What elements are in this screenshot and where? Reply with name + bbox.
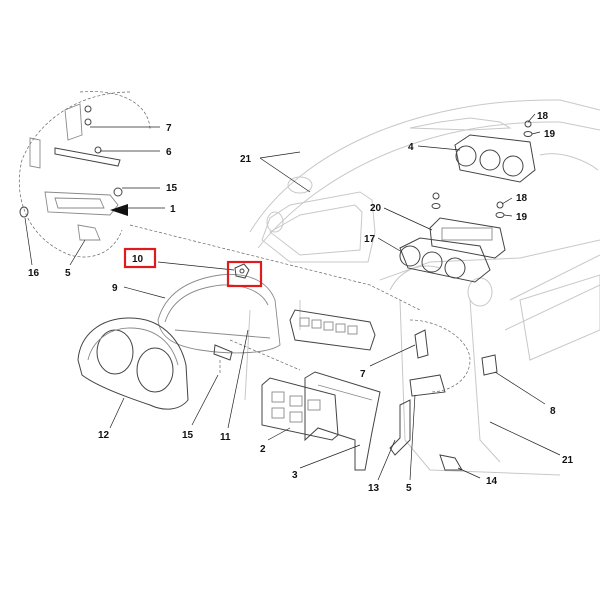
callout-10-highlight [123, 247, 157, 269]
callout-18-lower: 18 [516, 193, 528, 204]
callout-1: 1 [170, 204, 176, 215]
clip [19, 206, 29, 218]
callout-5: 5 [65, 268, 71, 279]
switch-housing [44, 191, 119, 216]
callout-16: 16 [28, 268, 40, 279]
part-10 [234, 263, 250, 279]
inset-detail [18, 91, 151, 258]
callout-17: 17 [364, 234, 376, 245]
callout-labels: 7 6 15 1 16 5 21 4 18 19 18 19 20 17 10 … [28, 111, 574, 494]
callout-10: 10 [132, 254, 144, 265]
callout-3: 3 [292, 470, 298, 481]
dashboard-outline [244, 99, 600, 476]
gauge-housing [429, 217, 506, 259]
leader-lines [24, 113, 561, 481]
callout-7-lower: 7 [360, 369, 366, 380]
callout-18: 18 [537, 111, 549, 122]
screw [84, 105, 92, 113]
switch-panel [289, 309, 376, 351]
screw [84, 118, 92, 126]
callout-20: 20 [370, 203, 382, 214]
part-10-highlight [226, 260, 263, 288]
module-housing [304, 371, 381, 471]
arrow-indicator [110, 204, 128, 216]
bracket-upper [64, 103, 83, 141]
fasteners-top [431, 120, 533, 218]
instrument-cover-trim [77, 317, 189, 410]
callout-11: 11 [220, 432, 231, 443]
trim-strip [54, 147, 121, 167]
callout-2: 2 [260, 444, 266, 455]
instrument-cluster [157, 274, 281, 361]
callout-19-lower: 19 [516, 212, 528, 223]
callout-6: 6 [166, 147, 172, 158]
callout-19: 19 [544, 129, 556, 140]
callout-15-lower: 15 [182, 430, 194, 441]
callout-7: 7 [166, 123, 172, 134]
callout-21: 21 [240, 154, 252, 165]
inset-boundary [18, 91, 131, 258]
callout-21-lower: 21 [562, 455, 574, 466]
callout-15: 15 [166, 183, 178, 194]
callout-9: 9 [112, 283, 118, 294]
callout-12: 12 [98, 430, 110, 441]
assembly-guides [129, 224, 421, 375]
callout-13: 13 [368, 483, 380, 494]
bracket-parts [389, 319, 498, 471]
callout-8: 8 [550, 406, 556, 417]
callout-14: 14 [486, 476, 498, 487]
nut [113, 187, 123, 197]
gauge-pod-upper [454, 134, 536, 183]
callout-5-lower: 5 [406, 483, 412, 494]
callout-4: 4 [408, 142, 414, 153]
gauge-pod-lower [399, 237, 491, 283]
